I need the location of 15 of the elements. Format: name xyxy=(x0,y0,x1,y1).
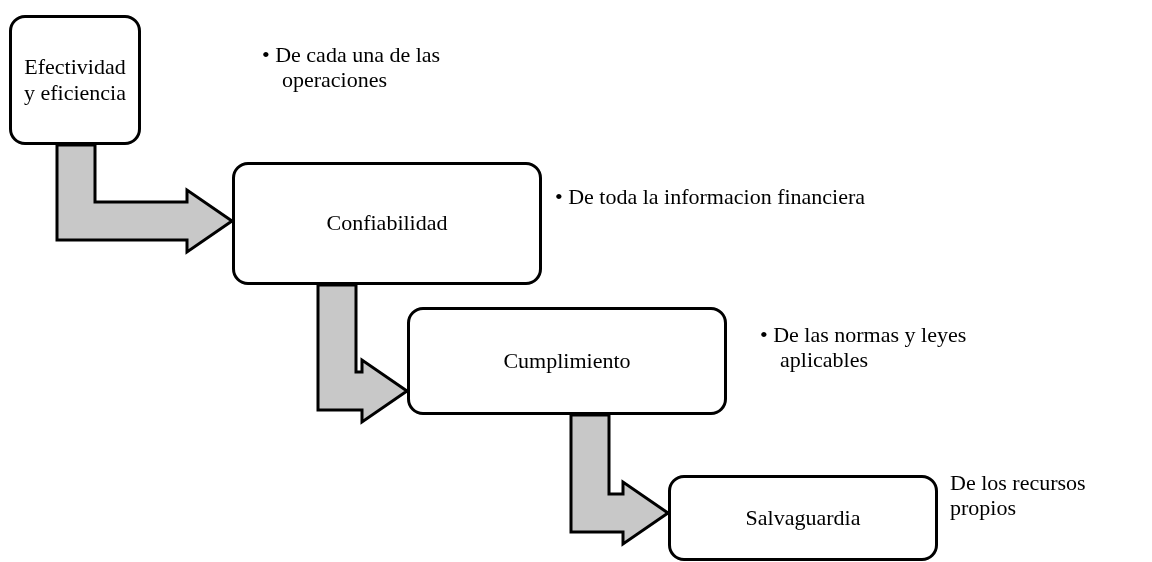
note-text: • De toda la informacion financiera xyxy=(555,184,867,210)
rounded-box xyxy=(232,162,542,285)
bent-arrow xyxy=(55,143,235,255)
bent-arrow xyxy=(569,413,671,547)
rounded-box xyxy=(407,307,727,415)
box-label: Efectividad y eficiencia xyxy=(23,53,127,107)
note-text: • De cada una de las operaciones xyxy=(262,42,442,93)
note-text: De los recursos propios xyxy=(950,470,1087,521)
box-label: Cumplimiento xyxy=(503,347,631,375)
note-text: • De las normas y leyes aplicables xyxy=(760,322,968,373)
box-label: Salvaguardia xyxy=(745,504,861,532)
box-label: Confiabilidad xyxy=(326,210,448,237)
rounded-box xyxy=(9,15,141,145)
bent-arrow xyxy=(316,283,410,425)
rounded-box xyxy=(668,475,938,561)
